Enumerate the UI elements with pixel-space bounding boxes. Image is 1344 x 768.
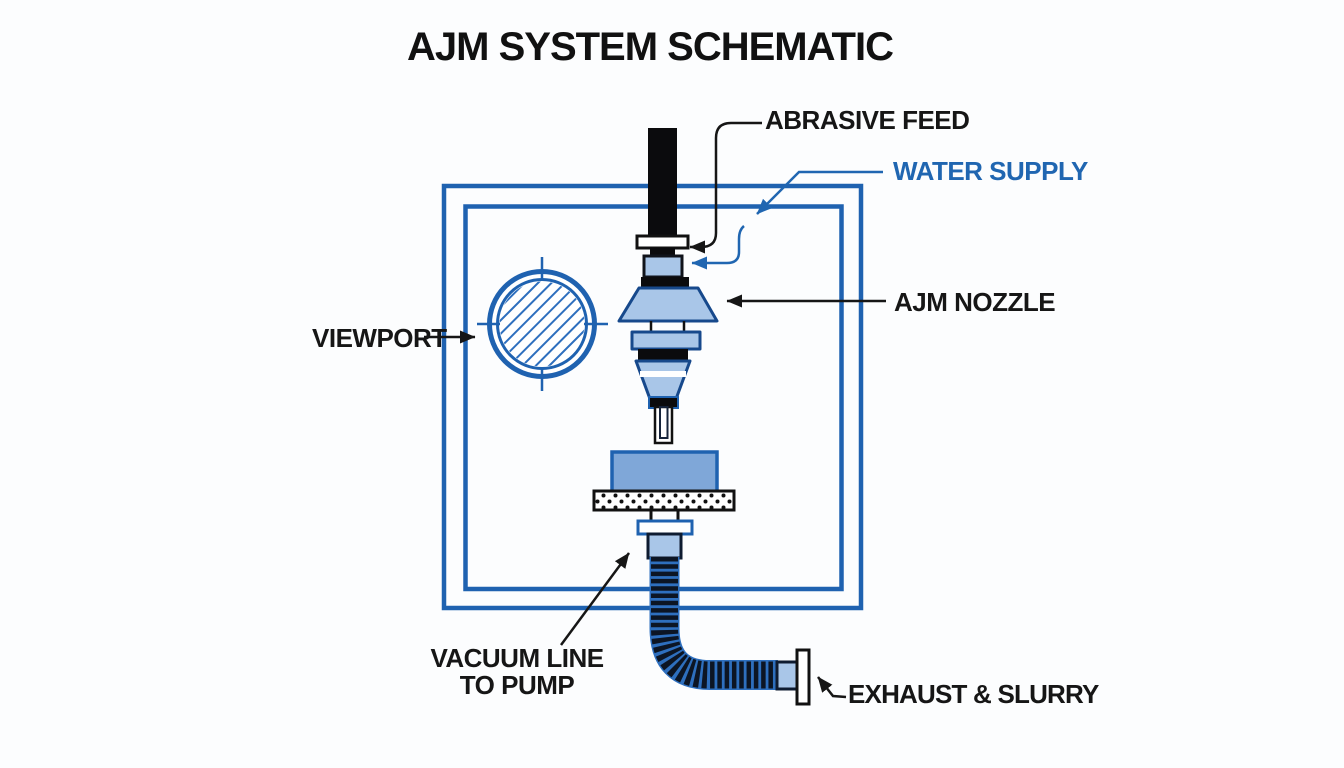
vacuum-line-arrow	[559, 552, 631, 646]
exhaust-slurry-label: EXHAUST & SLURRY	[848, 679, 1099, 709]
water-supply-label: WATER SUPPLY	[893, 156, 1088, 186]
vacuum-line-label-line1: VACUUM LINE	[430, 643, 604, 673]
hose-connector-end	[775, 660, 800, 691]
vacuum-line-label: VACUUM LINE TO PUMP	[430, 643, 604, 701]
vacuum-line-label-line2: TO PUMP	[459, 670, 575, 701]
feed-tube	[648, 128, 677, 244]
water-inlet-block	[642, 254, 684, 279]
abrasive-feed-label: ABRASIVE FEED	[765, 105, 970, 135]
nozzle-seal-band	[641, 277, 689, 289]
feed-stub	[650, 248, 675, 258]
viewport-window	[477, 257, 608, 391]
exhaust-flange	[795, 648, 811, 706]
ajm-nozzle-assembly	[617, 254, 719, 445]
feed-flange	[635, 234, 690, 250]
nozzle-band	[638, 349, 688, 362]
worktable	[592, 489, 736, 512]
abrasive-feed-tube	[635, 128, 690, 258]
vacuum-hose	[649, 557, 811, 706]
nozzle-lower-housing	[634, 359, 692, 401]
water-supply-arrow-2	[691, 225, 745, 270]
workpiece	[610, 450, 719, 494]
viewport-hatching	[499, 281, 585, 367]
water-supply-arrow	[756, 170, 883, 215]
mixing-chamber-block	[630, 330, 702, 351]
nozzle-cone	[617, 286, 719, 323]
viewport-label: VIEWPORT	[312, 323, 447, 353]
hose-corrugation	[651, 557, 778, 689]
housing-stripe	[640, 371, 686, 377]
abrasive-feed-arrow	[689, 121, 762, 254]
hose-body	[649, 557, 778, 690]
workpiece-station	[592, 450, 736, 560]
diagram-title: AJM SYSTEM SCHEMATIC	[407, 25, 894, 69]
hose-connector-top	[646, 532, 683, 560]
viewport-centerline-ticks	[477, 257, 608, 391]
ajm-nozzle-label: AJM NOZZLE	[894, 287, 1056, 317]
nozzle-tip-bore	[659, 406, 669, 439]
vacuum-flange	[636, 519, 694, 536]
exhaust-arrow	[817, 676, 847, 699]
